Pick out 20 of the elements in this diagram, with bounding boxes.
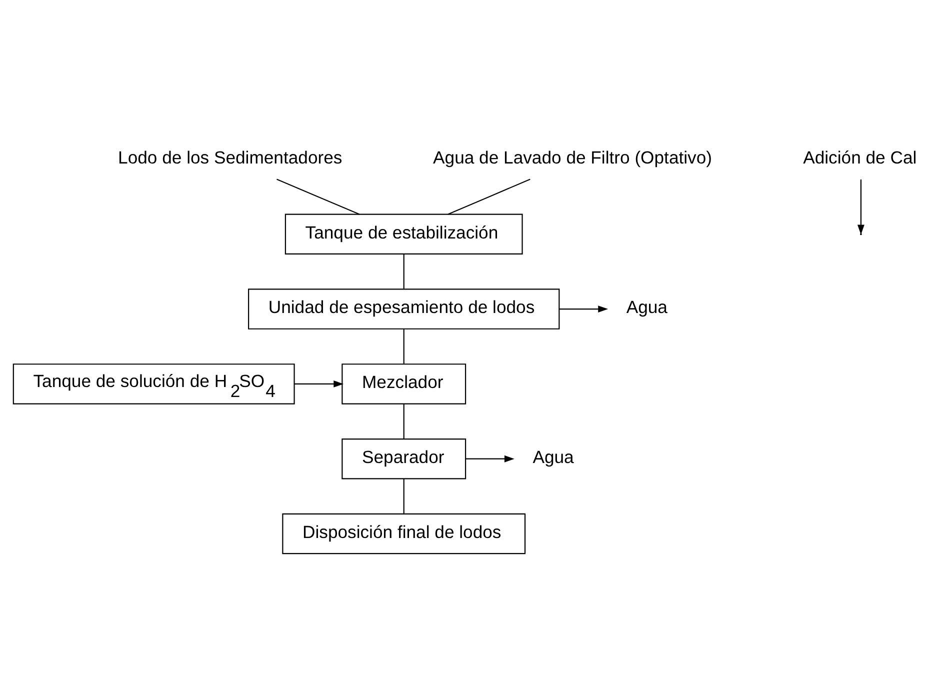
arrow — [465, 455, 514, 462]
arrow — [294, 380, 344, 388]
connector — [402, 329, 404, 364]
node-box: Separador — [341, 438, 466, 480]
connector — [402, 254, 404, 289]
connector — [447, 178, 530, 215]
node-text: Agua de Lavado de Filtro (Optativo) — [432, 147, 712, 168]
node-text: Adición de Cal — [802, 147, 916, 168]
node-box: Tanque de estabilización — [284, 214, 522, 255]
node-box: Mezclador — [341, 364, 466, 404]
node-box: Unidad de espesamiento de lodos — [248, 288, 560, 330]
node-text: Agua — [532, 447, 574, 468]
connector — [402, 404, 404, 439]
node-text: Agua — [626, 297, 667, 318]
node-text: Lodo de los Sedimentadores — [118, 147, 342, 168]
connector — [276, 178, 360, 215]
connector — [402, 479, 404, 514]
node-box: Disposición final de lodos — [282, 513, 526, 554]
arrow — [558, 306, 608, 313]
arrow — [856, 179, 864, 235]
